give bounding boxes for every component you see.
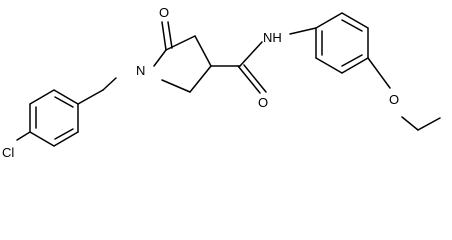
o-ch2-bond [401,116,419,131]
nh-aryl-bond [289,27,317,35]
ketone-double-bond [161,21,167,51]
bond [341,19,363,32]
bond [165,35,196,51]
amide-oxygen-label: O [258,95,268,110]
chlorine-label: Cl [2,145,14,160]
bond [16,131,31,141]
ether-oxygen-label: O [389,92,399,107]
bond [194,35,212,67]
n-ch2-bond [102,77,117,91]
bond [341,57,369,74]
ring-nitrogen-label: N [136,63,145,78]
bond [153,49,167,67]
amide-cn-bond [239,41,263,67]
bond [315,12,343,29]
amide-double-bond [237,65,261,94]
aryl-n-bond [77,89,104,105]
pyrrolidinone-ring [153,35,212,93]
chemical-structure: O N NH O O Cl [2,5,441,160]
bond [341,12,369,29]
bond [53,131,79,147]
ketone-double-bond [167,21,173,49]
bond [161,79,191,93]
bond [29,89,55,105]
aryl-o-bond [367,57,391,89]
bond [29,131,55,147]
bond [189,65,212,93]
ethoxyphenyl-ring [315,12,369,74]
ch2-ch3-bond [417,117,441,131]
bond [315,57,343,74]
bond [54,128,74,140]
bond [53,89,79,105]
amide-nh-label: NH [263,30,282,45]
bond [341,54,363,67]
ketone-oxygen-label: O [159,5,169,20]
amide-double-bond [243,64,267,93]
chlorophenyl-ring [16,89,79,147]
bond [54,96,74,108]
